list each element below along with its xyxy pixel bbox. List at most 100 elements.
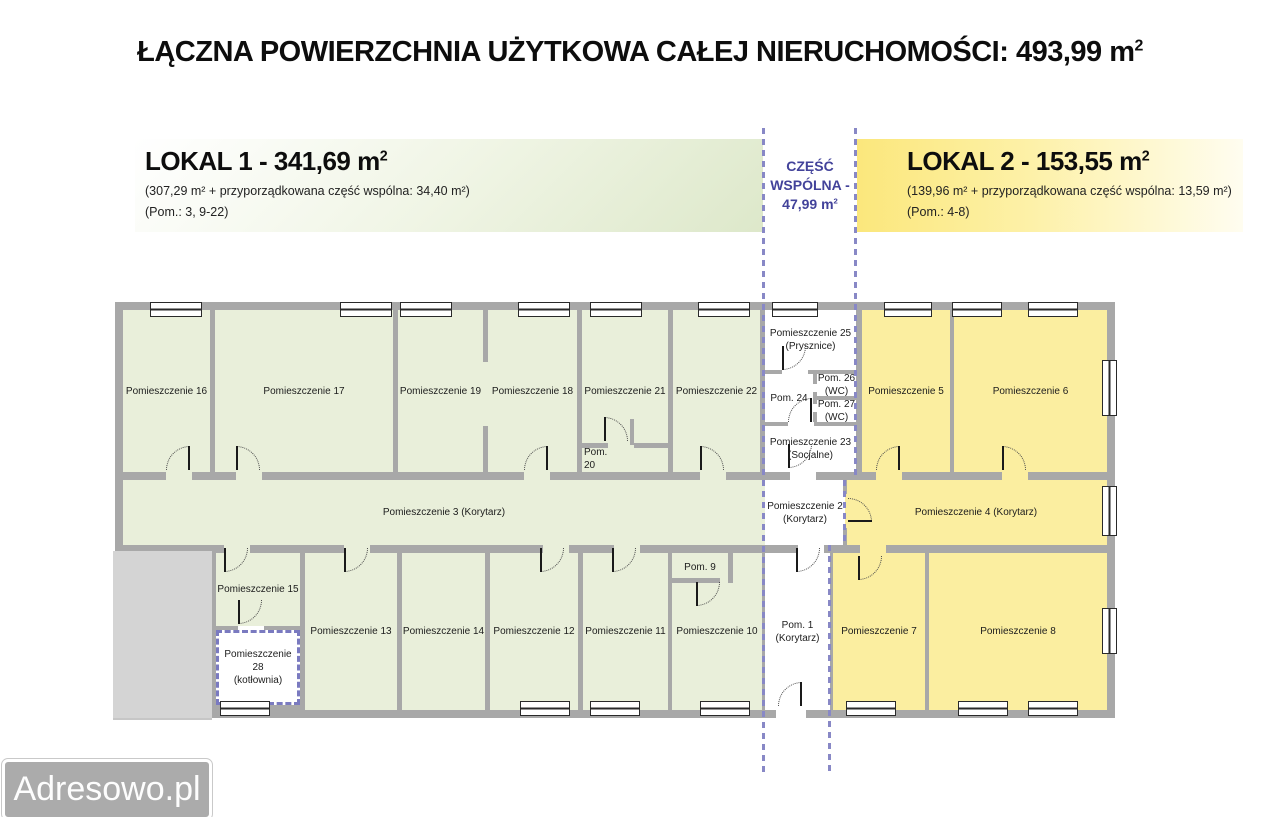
room-4-corridor: Pomieszczenie 4 (Korytarz) bbox=[845, 480, 1107, 545]
window-symbol bbox=[1102, 608, 1117, 654]
door-opening bbox=[788, 422, 814, 426]
lokal1-detail: (307,29 m² + przyporządkowana część wspó… bbox=[145, 184, 470, 198]
lokal1-title-text: LOKAL 1 - 341,69 m bbox=[145, 146, 380, 176]
door-opening bbox=[700, 472, 726, 480]
wall-segment bbox=[813, 392, 817, 404]
door-arc bbox=[700, 446, 724, 470]
lokal2-title-text: LOKAL 2 - 153,55 m bbox=[907, 146, 1142, 176]
lokal1-rooms-note: (Pom.: 3, 9-22) bbox=[145, 205, 229, 219]
window-symbol bbox=[698, 302, 750, 317]
room-27-label: Pom. 27 (WC) bbox=[817, 398, 856, 423]
unit-boundary-line bbox=[854, 128, 857, 480]
door-arc bbox=[612, 548, 636, 572]
door-arc bbox=[778, 682, 802, 706]
unit-boundary-line bbox=[762, 128, 765, 776]
window-symbol bbox=[340, 302, 392, 317]
room-17-label: Pomieszczenie 17 bbox=[263, 385, 345, 397]
common-area-line2: WSPÓLNA - bbox=[770, 177, 850, 194]
door-opening bbox=[876, 472, 902, 480]
adresowo-watermark-text: Adresowo.pl bbox=[13, 770, 201, 808]
room-6-label: Pomieszczenie 6 bbox=[992, 385, 1069, 397]
wall-segment bbox=[634, 443, 668, 448]
room-21-label: Pomieszczenie 21 bbox=[584, 385, 666, 397]
door-opening bbox=[238, 626, 264, 630]
room-5: Pomieszczenie 5 bbox=[862, 310, 950, 472]
lokal2-detail: (139,96 m² + przyporządkowana część wspó… bbox=[907, 184, 1232, 198]
room-18: Pomieszczenie 18 bbox=[488, 310, 577, 472]
room-2-label: Pomieszczenie 2 (Korytarz) bbox=[767, 500, 843, 525]
lokal2-legend: LOKAL 2 - 153,55 m2 (139,96 m² + przypor… bbox=[857, 139, 1243, 232]
door-arc bbox=[604, 417, 628, 441]
window-symbol bbox=[590, 701, 640, 716]
door-arc bbox=[796, 548, 820, 572]
room-3-label: Pomieszczenie 3 (Korytarz) bbox=[382, 507, 506, 518]
room-10-label: Pomieszczenie 10 bbox=[676, 626, 758, 637]
wall-segment bbox=[813, 412, 817, 422]
common-area-line1: CZĘŚĆ bbox=[786, 158, 834, 175]
window-symbol bbox=[958, 701, 1008, 716]
room-28-boiler: Pomieszczenie 28 (kotłownia) bbox=[216, 630, 300, 705]
door-arc bbox=[524, 446, 548, 470]
common-area-value: 47,99 m bbox=[782, 195, 834, 212]
room-5-label: Pomieszczenie 5 bbox=[868, 385, 944, 397]
room-18-label: Pomieszczenie 18 bbox=[491, 385, 574, 397]
window-symbol bbox=[520, 701, 570, 716]
room-19: Pomieszczenie 19 bbox=[398, 310, 483, 472]
room-3-corridor: Pomieszczenie 3 (Korytarz) bbox=[123, 480, 765, 545]
window-symbol bbox=[590, 302, 642, 317]
wall-segment bbox=[582, 443, 608, 448]
room-8: Pomieszczenie 8 bbox=[929, 553, 1107, 710]
window-symbol bbox=[1028, 302, 1078, 317]
lokal2-title-sup: 2 bbox=[1141, 148, 1150, 165]
room-14: Pomieszczenie 14 bbox=[402, 553, 485, 710]
room-25-label: Pomieszczenie 25 (Prysznice) bbox=[769, 328, 852, 352]
room-7-label: Pomieszczenie 7 bbox=[841, 626, 917, 637]
wall-segment bbox=[630, 419, 634, 445]
door-arc bbox=[224, 548, 248, 572]
door-arc bbox=[782, 346, 806, 370]
room-16-label: Pomieszczenie 16 bbox=[125, 385, 208, 397]
door-opening bbox=[860, 545, 886, 553]
door-arc bbox=[858, 556, 882, 580]
lokal2-rooms-note: (Pom.: 4-8) bbox=[907, 205, 970, 219]
room-8-label: Pomieszczenie 8 bbox=[980, 626, 1056, 637]
door-arc bbox=[696, 582, 720, 606]
room-12-label: Pomieszczenie 12 bbox=[493, 626, 575, 637]
window-symbol bbox=[846, 701, 896, 716]
window-symbol bbox=[518, 302, 570, 317]
wall-segment bbox=[672, 578, 720, 583]
window-symbol bbox=[884, 302, 932, 317]
room-6: Pomieszczenie 6 bbox=[954, 310, 1107, 472]
door-opening bbox=[790, 472, 816, 480]
room-19-label: Pomieszczenie 19 bbox=[399, 385, 482, 397]
door-opening bbox=[524, 472, 550, 480]
door-opening bbox=[782, 370, 808, 374]
door-arc bbox=[848, 498, 872, 522]
unit-boundary-line bbox=[828, 545, 831, 776]
room-11-label: Pomieszczenie 11 bbox=[585, 626, 666, 637]
page-title-sup: 2 bbox=[1134, 37, 1143, 55]
page-title: ŁĄCZNA POWIERZCHNIA UŻYTKOWA CAŁEJ NIERU… bbox=[0, 36, 1280, 69]
door-arc bbox=[344, 548, 368, 572]
door-arc bbox=[876, 446, 900, 470]
window-symbol bbox=[220, 701, 270, 716]
window-symbol bbox=[772, 302, 818, 317]
wall-opening bbox=[483, 362, 488, 426]
window-symbol bbox=[1028, 701, 1078, 716]
room-2-corridor: Pomieszczenie 2 (Korytarz) bbox=[765, 480, 845, 545]
room-17: Pomieszczenie 17 bbox=[215, 310, 393, 472]
common-area-line3: 47,99 m2 bbox=[766, 195, 854, 214]
room-14-label: Pomieszczenie 14 bbox=[402, 626, 485, 637]
adresowo-watermark: Adresowo.pl bbox=[1, 758, 213, 817]
door-arc bbox=[236, 446, 260, 470]
room-20-label: Pom. 20 bbox=[584, 447, 608, 471]
room-11: Pomieszczenie 11 bbox=[583, 553, 668, 710]
door-opening bbox=[1002, 472, 1028, 480]
door-arc bbox=[788, 398, 812, 422]
wall-segment bbox=[813, 374, 817, 384]
room-25: Pomieszczenie 25 (Prysznice) bbox=[765, 310, 856, 370]
room-4-label: Pomieszczenie 4 (Korytarz) bbox=[914, 507, 1038, 518]
common-area-legend: CZĘŚĆ WSPÓLNA - 47,99 m2 bbox=[766, 139, 854, 232]
window-symbol bbox=[1102, 486, 1117, 536]
